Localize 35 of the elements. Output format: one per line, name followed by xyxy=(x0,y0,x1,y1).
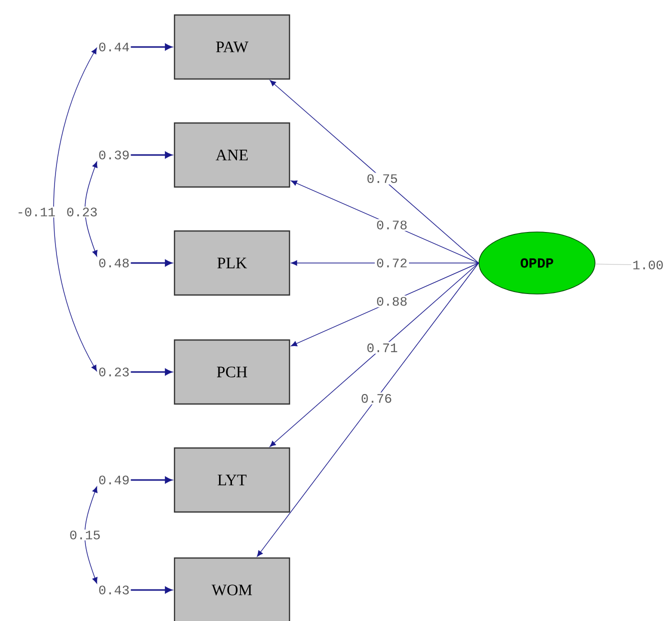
edge-label: 0.71 xyxy=(365,342,400,354)
edge-label: 0.75 xyxy=(365,172,400,185)
edge-label: 0.23 xyxy=(65,206,99,218)
edge-label: 0.88 xyxy=(374,295,409,308)
arrow xyxy=(270,80,479,264)
arrow xyxy=(130,586,172,594)
variable-box: LYT xyxy=(174,447,290,513)
variable-box: PLK xyxy=(174,230,290,296)
edge-label: -0.11 xyxy=(16,206,56,218)
line xyxy=(595,264,632,266)
value-label: 1.00 xyxy=(633,260,663,270)
edge-label: 0.76 xyxy=(359,392,394,404)
value-label: 0.23 xyxy=(99,368,129,376)
variable-box: ANE xyxy=(174,122,290,188)
arrow xyxy=(130,368,172,376)
arrow xyxy=(270,262,479,447)
value-label: 0.39 xyxy=(99,150,129,160)
value-label: 0.49 xyxy=(99,476,129,484)
value-label: 0.43 xyxy=(99,586,129,594)
variable-box: PAW xyxy=(174,14,290,80)
variable-box: WOM xyxy=(174,557,290,621)
arrow xyxy=(130,44,172,50)
covariance-arc xyxy=(53,48,97,372)
arrow xyxy=(130,152,172,158)
edge-label: 0.15 xyxy=(68,530,102,540)
arrow xyxy=(130,476,172,484)
value-label: 0.44 xyxy=(99,42,129,52)
arrow xyxy=(256,262,479,557)
variable-box: PCH xyxy=(174,339,290,405)
covariance-arc xyxy=(84,486,98,584)
value-label: 0.48 xyxy=(99,258,129,268)
arrow xyxy=(130,260,172,266)
edge-label: 0.78 xyxy=(374,219,409,231)
covariance-arc xyxy=(84,161,98,257)
edge-label: 0.72 xyxy=(374,257,409,269)
